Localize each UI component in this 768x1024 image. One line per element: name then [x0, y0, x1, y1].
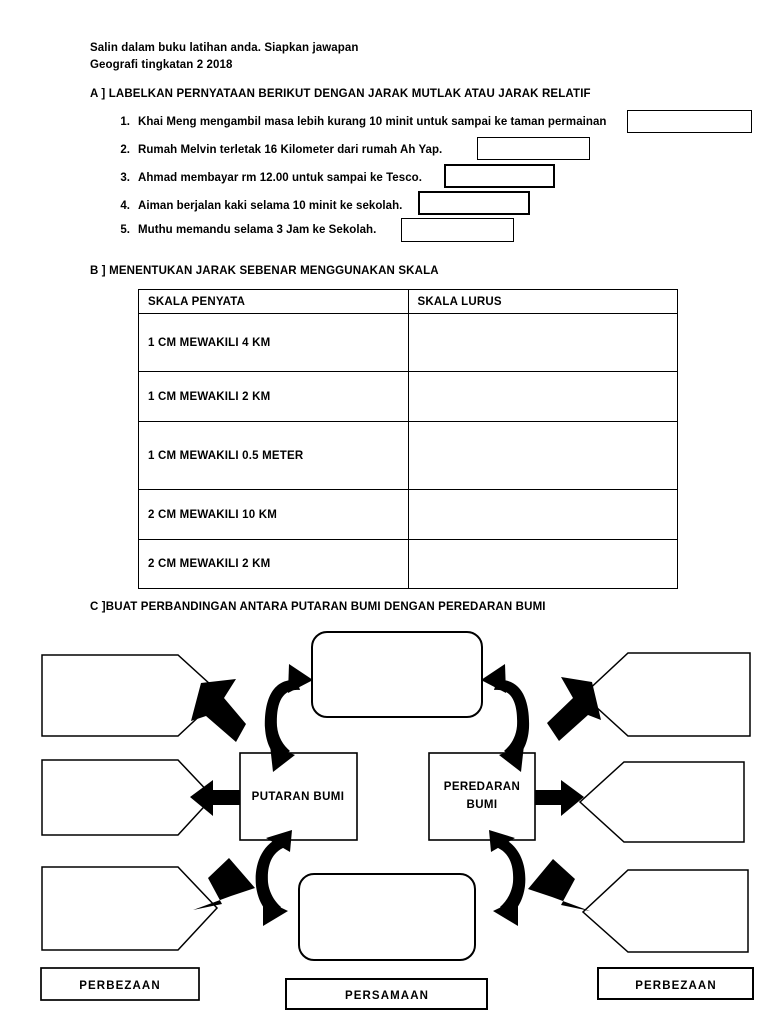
- table-row: 1 CM MEWAKILI 0.5 METER: [138, 421, 679, 490]
- shared-box-top[interactable]: [311, 631, 483, 718]
- right-box-3[interactable]: [581, 869, 749, 953]
- list-item-text: Muthu memandu selama 3 Jam ke Sekolah.: [138, 224, 377, 236]
- column-header-skala-lurus: SKALA LURUS: [407, 289, 679, 314]
- answer-box-1[interactable]: [627, 110, 752, 133]
- left-box-3[interactable]: [41, 866, 219, 951]
- list-item-number: 2.: [120, 144, 130, 156]
- block-arrow-right-middle: [535, 780, 584, 816]
- section-c-heading: C ]BUAT PERBANDINGAN ANTARA PUTARAN BUMI…: [90, 601, 546, 613]
- center-node-peredaran-bumi-label-line1: PEREDARAN: [444, 781, 520, 793]
- right-box-2[interactable]: [578, 761, 745, 843]
- curved-arrow-top-left: [264, 664, 313, 772]
- cell-skala-lurus[interactable]: [407, 421, 679, 490]
- list-item-text: Aiman berjalan kaki selama 10 minit ke s…: [138, 200, 403, 212]
- cell-skala-penyata: 2 CM MEWAKILI 10 KM: [138, 489, 409, 540]
- list-item-text: Khai Meng mengambil masa lebih kurang 10…: [138, 116, 607, 128]
- table-row: 2 CM MEWAKILI 10 KM: [138, 489, 679, 540]
- scale-table: SKALA PENYATA SKALA LURUS 1 CM MEWAKILI …: [138, 289, 679, 589]
- intro-line-1: Salin dalam buku latihan anda. Siapkan j…: [90, 42, 359, 54]
- list-item: 2. Rumah Melvin terletak 16 Kilometer da…: [104, 142, 764, 164]
- comparison-diagram: PUTARAN BUMI PEREDARAN BUMI: [0, 620, 768, 1024]
- intro-line-2: Geografi tingkatan 2 2018: [90, 59, 233, 71]
- cell-skala-lurus[interactable]: [407, 539, 679, 589]
- cell-skala-penyata: 2 CM MEWAKILI 2 KM: [138, 539, 409, 589]
- block-arrow-left-down: [193, 858, 255, 910]
- list-item-number: 5.: [120, 224, 130, 236]
- table-row: 1 CM MEWAKILI 4 KM: [138, 313, 679, 372]
- curved-arrow-top-right: [481, 664, 530, 772]
- cell-skala-lurus[interactable]: [407, 371, 679, 422]
- curved-arrow-bottom-right: [489, 830, 526, 926]
- list-item: 1. Khai Meng mengambil masa lebih kurang…: [104, 114, 764, 136]
- list-item-number: 3.: [120, 172, 130, 184]
- list-item: 5. Muthu memandu selama 3 Jam ke Sekolah…: [104, 222, 764, 244]
- list-item: 3. Ahmad membayar rm 12.00 untuk sampai …: [104, 170, 764, 192]
- legend-label-perbezaan-right: PERBEZAAN: [635, 980, 716, 992]
- list-item: 4. Aiman berjalan kaki selama 10 minit k…: [104, 198, 764, 220]
- cell-skala-lurus[interactable]: [407, 313, 679, 372]
- column-header-skala-penyata: SKALA PENYATA: [138, 289, 409, 314]
- block-arrow-right-up: [547, 677, 601, 741]
- section-a-heading: A ] LABELKAN PERNYATAAN BERIKUT DENGAN J…: [90, 88, 591, 100]
- block-arrow-right-down: [528, 859, 590, 911]
- cell-skala-lurus[interactable]: [407, 489, 679, 540]
- legend-label-perbezaan-left: PERBEZAAN: [79, 980, 160, 992]
- list-item-text: Rumah Melvin terletak 16 Kilometer dari …: [138, 144, 443, 156]
- legend-box-persamaan[interactable]: [285, 978, 488, 1010]
- cell-skala-penyata: 1 CM MEWAKILI 2 KM: [138, 371, 409, 422]
- table-header-row: SKALA PENYATA SKALA LURUS: [138, 289, 679, 314]
- center-node-putaran-bumi-label: PUTARAN BUMI: [252, 791, 345, 803]
- answer-box-4[interactable]: [418, 191, 530, 215]
- table-row: 1 CM MEWAKILI 2 KM: [138, 371, 679, 422]
- legend-label-persamaan: PERSAMAAN: [345, 990, 429, 1002]
- left-box-2[interactable]: [41, 759, 215, 836]
- center-node-peredaran-bumi-label-line2: BUMI: [467, 799, 498, 811]
- section-b-heading: B ] MENENTUKAN JARAK SEBENAR MENGGUNAKAN…: [90, 265, 439, 277]
- legend-box-perbezaan-left[interactable]: [40, 967, 200, 1001]
- block-arrow-left-middle: [190, 780, 240, 816]
- list-item-text: Ahmad membayar rm 12.00 untuk sampai ke …: [138, 172, 422, 184]
- cell-skala-penyata: 1 CM MEWAKILI 4 KM: [138, 313, 409, 372]
- right-box-1[interactable]: [581, 652, 751, 737]
- shared-box-bottom[interactable]: [298, 873, 476, 961]
- curved-arrow-bottom-left: [255, 830, 292, 926]
- cell-skala-penyata: 1 CM MEWAKILI 0.5 METER: [138, 421, 409, 490]
- block-arrow-left-up: [191, 679, 246, 742]
- center-node-putaran-bumi[interactable]: [239, 752, 358, 841]
- left-box-1[interactable]: [41, 654, 224, 737]
- legend-box-perbezaan-right[interactable]: [597, 967, 754, 1000]
- list-item-number: 1.: [120, 116, 130, 128]
- answer-box-3[interactable]: [444, 164, 555, 188]
- answer-box-5[interactable]: [401, 218, 514, 242]
- answer-box-2[interactable]: [477, 137, 590, 160]
- table-row: 2 CM MEWAKILI 2 KM: [138, 539, 679, 589]
- list-item-number: 4.: [120, 200, 130, 212]
